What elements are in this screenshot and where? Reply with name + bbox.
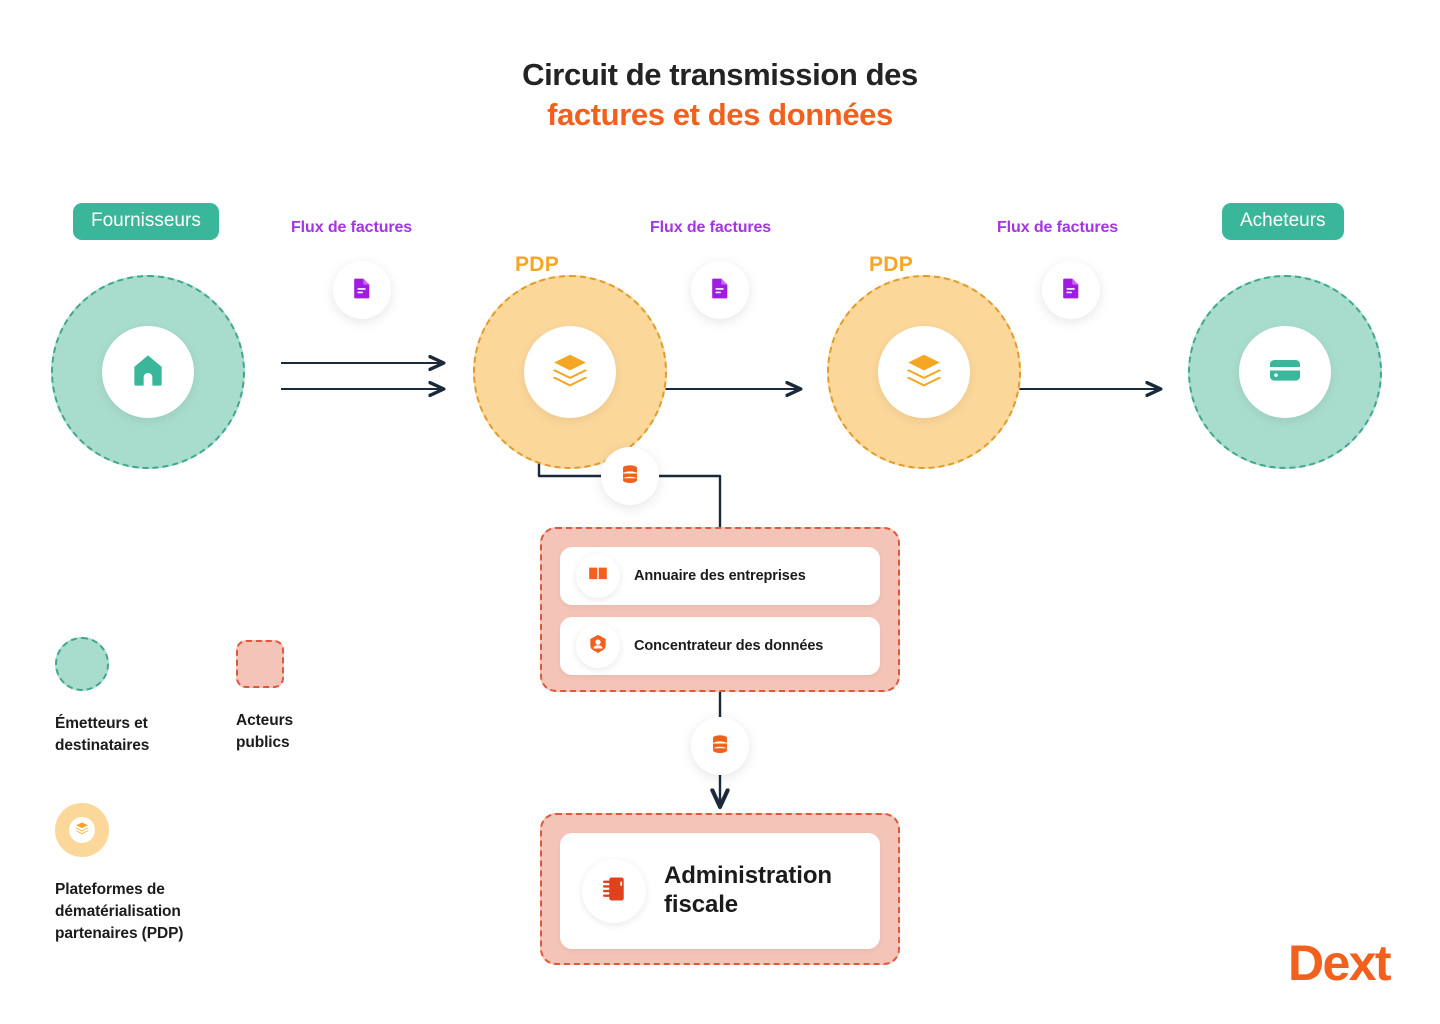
layers-icon [551,351,589,394]
person-badge-icon [587,633,609,660]
document-icon [350,276,374,305]
node-fournisseurs[interactable] [51,275,245,469]
node-acheteurs[interactable] [1188,275,1382,469]
card-concentrateur-des-donnees[interactable]: Concentrateur des données [560,617,880,675]
pdp-label-1: PDP [515,253,560,276]
home-icon [128,350,168,395]
dext-logo: Dext [1288,935,1392,991]
person-badge-icon-wrap [576,624,620,668]
legend-label-pdp: Plateformes de dématérialisation partena… [55,881,184,942]
pdp-label-2: PDP [869,253,914,276]
document-icon [708,276,732,305]
open-book-icon [587,563,609,590]
node-fournisseurs-inner [102,326,194,418]
card-annuaire-label: Annuaire des entreprises [634,568,806,584]
database-icon [709,733,731,760]
data-flow-bubble-1 [601,447,659,505]
legend-label-acteurs-publics: Acteurs publics [236,712,294,751]
panel-acteurs-publics: Annuaire des entreprises Concentrateur d… [540,527,900,692]
legend-swatch-dashed-pink-square [236,640,284,688]
card-concentrateur-label: Concentrateur des données [634,638,824,654]
flux-label-2: Flux de factures [650,219,772,236]
card-annuaire-des-entreprises[interactable]: Annuaire des entreprises [560,547,880,605]
node-pdp-2-inner [878,326,970,418]
invoice-document-bubble-1 [333,261,391,319]
legend-swatch-dashed-teal-circle [55,637,109,691]
ledger-icon-wrap [582,859,646,923]
node-acheteurs-inner [1239,326,1331,418]
flux-label-1: Flux de factures [291,219,413,236]
page-title: Circuit de transmission des factures et … [0,55,1440,134]
legend-item-emetteurs: Émetteurs et destinataires [55,637,149,757]
layers-icon [905,351,943,394]
flux-label-3: Flux de factures [997,219,1119,236]
title-line-1: Circuit de transmission des [522,57,918,92]
node-pdp-1[interactable] [473,275,667,469]
title-line-2: factures et des données [547,96,893,132]
legend-item-acteurs-publics: Acteurs publics [236,637,293,754]
ledger-icon [599,874,629,909]
invoice-document-bubble-3 [1042,261,1100,319]
legend-swatch-inner [69,817,95,843]
legend-item-pdp: Plateformes de dématérialisation partena… [55,803,183,945]
badge-fournisseurs: Fournisseurs [73,203,219,240]
layers-icon [75,821,89,840]
data-flow-bubble-2 [691,717,749,775]
node-pdp-1-inner [524,326,616,418]
card-administration-fiscale[interactable]: Administration fiscale [560,833,880,949]
legend-label-emetteurs: Émetteurs et destinataires [55,715,150,754]
invoice-document-bubble-2 [691,261,749,319]
document-icon [1059,276,1083,305]
node-pdp-2[interactable] [827,275,1021,469]
credit-card-icon [1265,350,1305,395]
card-administration-fiscale-label: Administration fiscale [664,862,832,918]
open-book-icon-wrap [576,554,620,598]
badge-acheteurs: Acheteurs [1222,203,1344,240]
legend-swatch-amber-circle [55,803,109,857]
database-icon [619,463,641,490]
panel-administration-fiscale: Administration fiscale [540,813,900,965]
